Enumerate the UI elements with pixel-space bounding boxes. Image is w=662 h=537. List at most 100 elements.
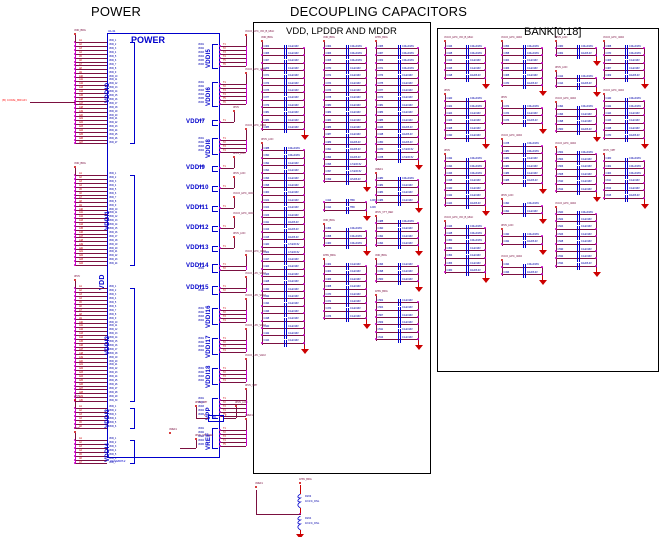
capacitor-value: 0.1uF/16V [629, 119, 640, 123]
capacitor-plate [577, 82, 578, 90]
capacitor-plate [468, 112, 469, 120]
pin-dot [74, 322, 76, 325]
wire-segment [262, 129, 304, 131]
pin-name: VDD5 [198, 59, 204, 62]
capacitor-plate [525, 59, 526, 67]
net-label: 3P3V_LDO [555, 36, 568, 39]
pin-name: VDD_3 [109, 293, 117, 297]
pin-name: VDD1 [198, 307, 204, 311]
capacitor-plate [398, 126, 399, 134]
net-connection-dot [233, 196, 235, 198]
pin-number: A23 [79, 125, 83, 129]
capacitor-pin [323, 47, 325, 49]
pin-wire [220, 415, 246, 417]
capacitor-plate [400, 133, 401, 141]
pin-number: A27 [79, 386, 83, 390]
capacitor-refdes: C384 [325, 118, 332, 122]
capacitor-plate [346, 141, 347, 149]
capacitor-plate [284, 243, 285, 251]
pin-name: VDD1 [198, 81, 204, 85]
net-connection-dot [555, 100, 557, 103]
capacitor-pin [375, 244, 377, 247]
capacitor-plate [286, 332, 287, 340]
capacitor-plate [398, 156, 399, 163]
panel-bank-title: BANK[0:18] [524, 26, 582, 38]
capacitor-plate [579, 165, 580, 173]
pin-bus [246, 288, 247, 292]
pin-number: T1 [223, 337, 226, 341]
capacitor-pin [595, 54, 597, 57]
wire-segment [542, 236, 543, 246]
wire-segment [324, 202, 325, 212]
wire-segment [376, 238, 418, 239]
capacitor-value: 0.01uF/16V [581, 210, 593, 214]
capacitor-pin [303, 297, 305, 300]
wire-segment [376, 77, 418, 79]
capacitor-refdes: C365 [263, 52, 270, 55]
pin-group-bracket [212, 368, 218, 385]
capacitor-pin [375, 158, 377, 160]
capacitor-refdes: C415 [263, 235, 270, 239]
capacitor-plate [625, 112, 626, 120]
capacitor-pin [444, 61, 446, 64]
wire-segment [376, 85, 418, 86]
wire-segment [604, 100, 644, 102]
pin-name: VDD4 [198, 55, 204, 59]
capacitor-plate [346, 104, 347, 112]
capacitor-plate [286, 52, 287, 60]
wire-segment [324, 224, 325, 233]
pin-wire [75, 346, 107, 348]
capacitor-pin [603, 159, 605, 162]
pin-dot [74, 52, 76, 55]
pin-wire [220, 370, 246, 371]
capacitor-plate [286, 339, 287, 347]
capacitor-pin [595, 227, 597, 230]
capacitor-pin [417, 121, 419, 123]
net-label: VDD_BRG [261, 36, 273, 39]
capacitor-value: 0.1uF/16V [288, 59, 299, 63]
capacitor-plate [625, 134, 626, 142]
pin-name: VDD1 [198, 205, 204, 209]
capacitor-value: 0.1uF/16V [350, 285, 361, 289]
capacitor-value: 0.01uF/16V [402, 59, 414, 63]
capacitor-plate [466, 187, 467, 195]
capacitor-plate [468, 194, 469, 202]
capacitor-refdes: C375 [377, 81, 384, 85]
net-stub [246, 256, 247, 266]
capacitor-plate [398, 321, 399, 329]
pin-group-label-vddi2: VDDI2 [105, 335, 111, 355]
pin-dot [74, 410, 76, 413]
pin-dot [219, 83, 221, 85]
capacitor-pin [541, 212, 543, 215]
net-connection-dot [501, 100, 503, 102]
wire-segment [556, 214, 557, 268]
wire-segment [256, 490, 257, 514]
capacitor-pin [303, 245, 305, 248]
pin-group-label-vddi16: VDDI16 [206, 305, 212, 328]
capacitor-plate [284, 162, 285, 170]
pin-wire [75, 362, 107, 364]
capacitor-plate [284, 339, 285, 347]
capacitor-pin [323, 76, 325, 79]
capacitor-plate [627, 112, 628, 120]
capacitor-pin [484, 249, 486, 252]
capacitor-pin [444, 264, 446, 266]
capacitor-value: 0.1uF/16V [350, 81, 361, 85]
pin-wire [75, 397, 107, 399]
capacitor-pin [643, 174, 645, 177]
pin-number: A29 [79, 394, 83, 398]
capacitor-value: 0.1uF/16V [402, 328, 413, 332]
power-ic-designator: U1-31 [108, 29, 116, 33]
capacitor-plate [284, 288, 285, 295]
net-stub [246, 360, 247, 370]
wire-segment [376, 281, 418, 283]
pin-name: VDD1 [198, 367, 204, 371]
wire-segment [196, 407, 197, 418]
capacitor-pin [261, 128, 263, 131]
wire-segment [502, 175, 542, 177]
wire-segment [262, 254, 304, 255]
pin-dot [74, 450, 76, 453]
pin-number: A19 [79, 109, 83, 113]
net-connection-dot [501, 228, 503, 231]
capacitor-value: 0.1uF/16V [581, 225, 592, 229]
